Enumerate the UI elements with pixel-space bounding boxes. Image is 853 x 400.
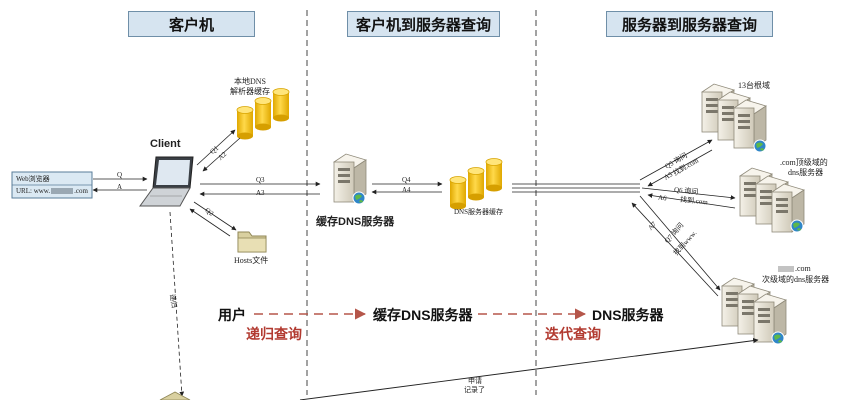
caching-dns-server-icon (333, 153, 367, 205)
hosts-folder-icon (237, 231, 267, 253)
second-level-label-2: 次级域的dns服务器 (762, 275, 830, 284)
tld-servers-label-2: dns服务器 (788, 168, 824, 177)
arrow-q3-label: Q3 (256, 176, 265, 184)
flow-dns-server-label: DNS服务器 (592, 307, 664, 323)
root-servers-label: 13台根域 (738, 81, 770, 90)
hosts-file-label: Hosts文件 (234, 256, 269, 265)
header-client-to-server: 客户机到服务器查询 (347, 11, 500, 37)
web-browser-label: Web浏览器 (16, 175, 50, 183)
local-dns-cache-label-2: 解析器缓存 (230, 87, 270, 96)
header-server-to-server: 服务器到服务器查询 (606, 11, 773, 37)
arrow-q-label: Q (117, 171, 123, 179)
laptop-icon (139, 156, 194, 207)
recursive-query-label: 递归查询 (246, 326, 302, 342)
root-servers-icon (701, 83, 767, 153)
flow-user-label: 用户 (218, 307, 246, 323)
redacted-block (51, 188, 74, 195)
client-label: Client (150, 138, 181, 150)
redacted-block (778, 266, 794, 273)
flow-caching-dns-label: 缓存DNS服务器 (373, 307, 473, 323)
local-dns-cache-label-1: 本地DNS (234, 77, 267, 86)
arrow-a6-label: A6 (657, 193, 667, 203)
apply-record-label-1: 申请 (468, 377, 482, 385)
second-level-label-1: .com (778, 264, 811, 273)
dns-server-cache-icon (449, 158, 503, 210)
caching-dns-server-label: 缓存DNS服务器 (316, 216, 395, 228)
arrow-a3-label: A3 (256, 189, 265, 197)
arrow-a-label: A (117, 183, 123, 191)
url-label: URL: www..com (16, 187, 88, 195)
arrow-q4-label: Q4 (402, 176, 411, 184)
header-client: 客户机 (128, 11, 255, 37)
dns-server-cache-label: DNS服务器缓存 (454, 208, 504, 216)
iterative-query-label: 迭代查询 (545, 326, 601, 342)
tld-servers-label-1: .com顶级域的 (780, 158, 828, 167)
apply-record-label-2: 记录了 (464, 386, 485, 394)
arrow-a4-label: A4 (402, 186, 411, 194)
second-level-servers-icon (721, 277, 787, 345)
